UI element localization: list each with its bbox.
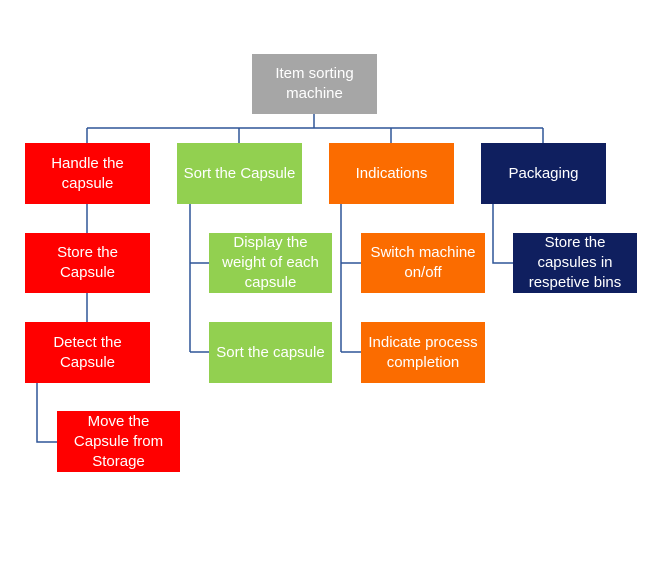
packaging-branch-1 xyxy=(492,204,513,264)
node-switch-machine: Switch machine on/off xyxy=(361,233,485,293)
node-detect-capsule: Detect the Capsule xyxy=(25,322,150,383)
node-store-bins: Store the capsules in respetive bins xyxy=(513,233,637,293)
root-node: Item sorting machine xyxy=(252,54,377,114)
node-indicate-completion: Indicate process completion xyxy=(361,322,485,383)
node-display-weight: Display the weight of each capsule xyxy=(209,233,332,293)
handle-chain-3 xyxy=(36,383,57,443)
node-store-capsule: Store the Capsule xyxy=(25,233,150,293)
node-sort-capsule: Sort the capsule xyxy=(209,322,332,383)
branch-handle-capsule: Handle the capsule xyxy=(25,143,150,204)
branch-packaging: Packaging xyxy=(481,143,606,204)
branch-sort-capsule: Sort the Capsule xyxy=(177,143,302,204)
node-move-capsule: Move the Capsule from Storage xyxy=(57,411,180,472)
branch-indications: Indications xyxy=(329,143,454,204)
